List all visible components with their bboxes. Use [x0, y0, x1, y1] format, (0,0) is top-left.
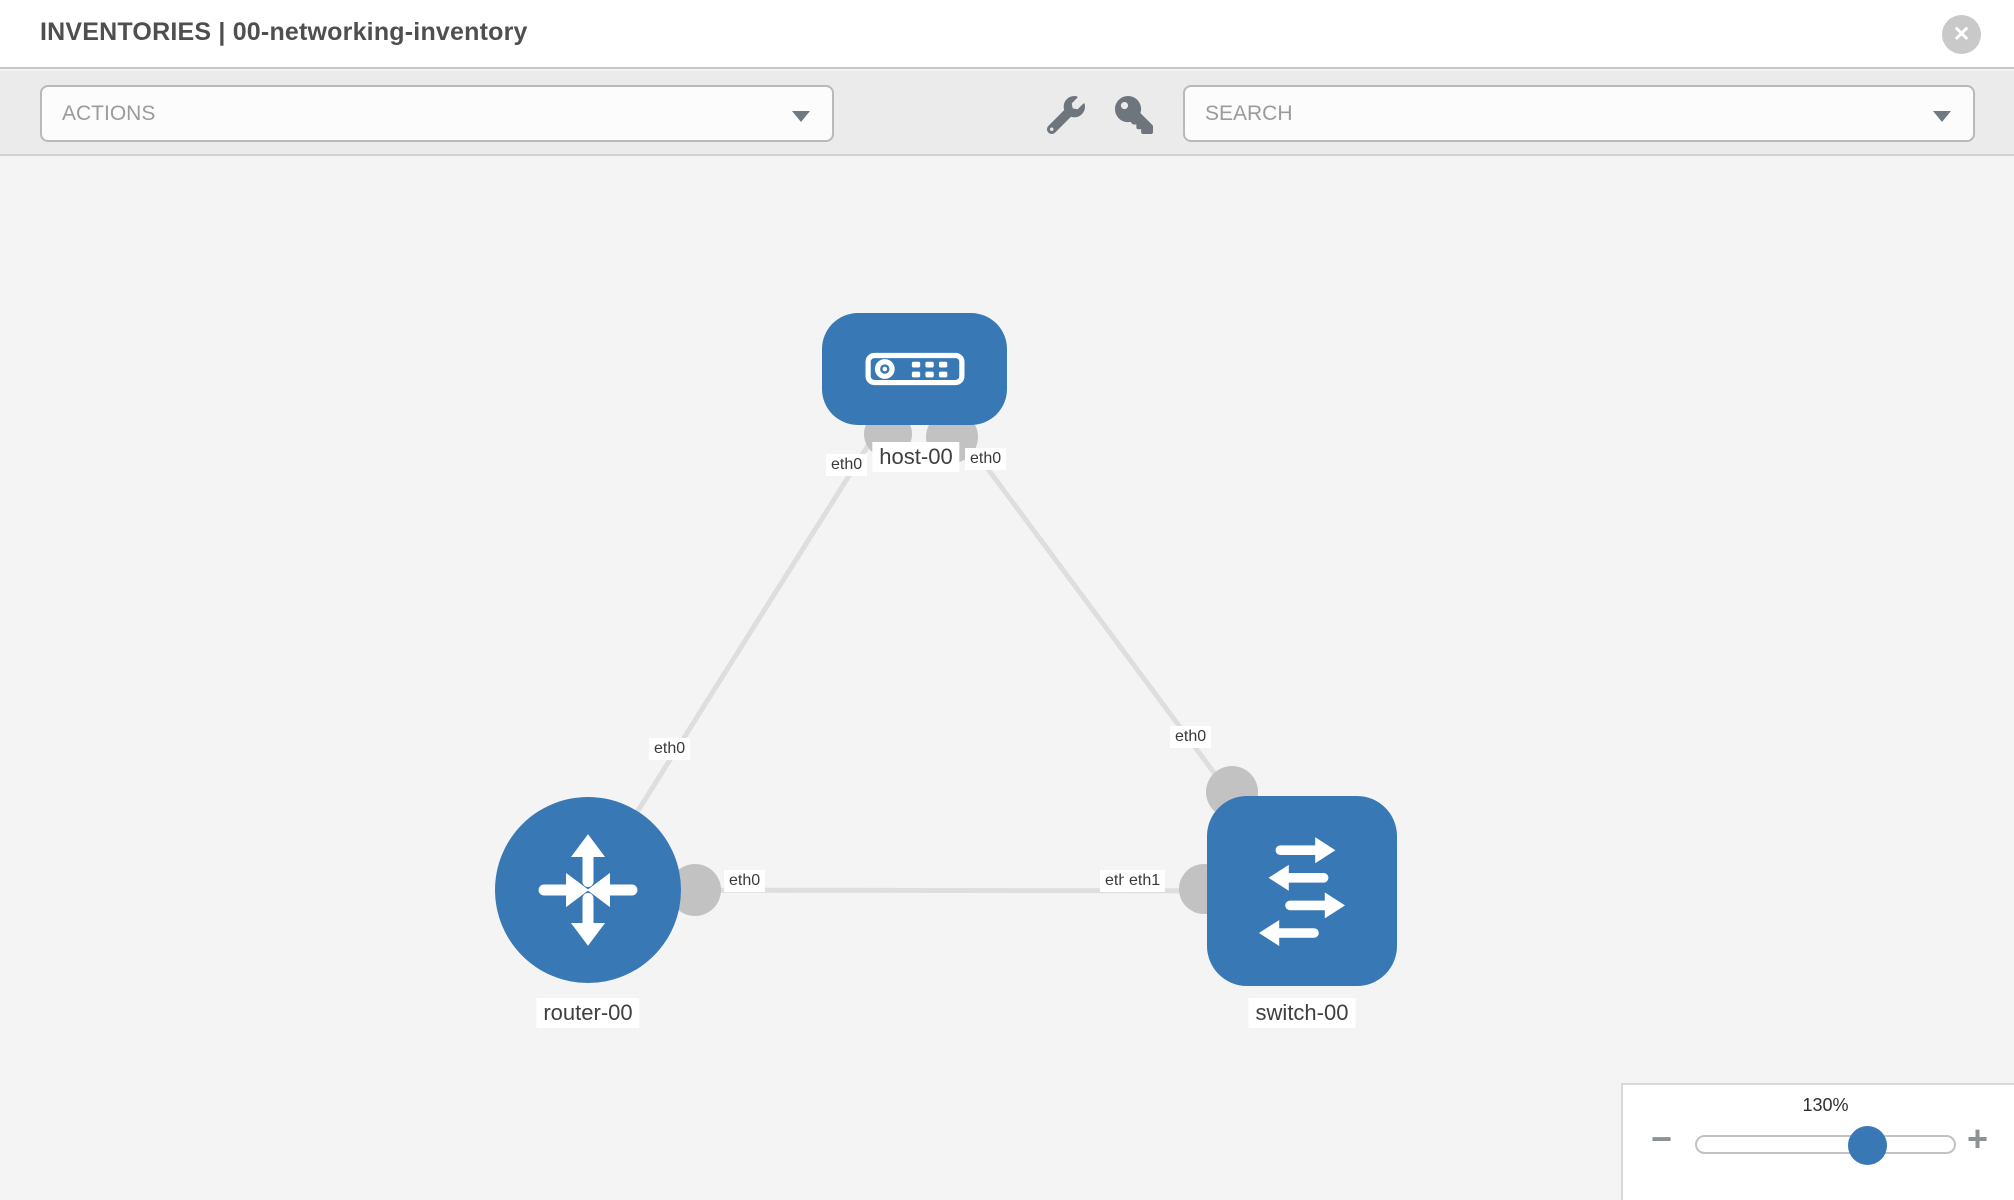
wrench-icon[interactable] — [1046, 96, 1085, 135]
iface-label-switch-eth0-up: eth0 — [1170, 726, 1212, 748]
iface-label-host-eth0-left: eth0 — [826, 454, 868, 476]
node-label-switch: switch-00 — [1248, 998, 1356, 1028]
zoom-panel: 130% − + — [1621, 1083, 2014, 1200]
zoom-slider-track[interactable] — [1695, 1126, 1956, 1165]
node-host-00[interactable] — [822, 313, 1007, 425]
iface-label-switch-eth1-left: eth1 — [1124, 870, 1166, 892]
actions-dropdown-label: ACTIONS — [62, 101, 156, 125]
zoom-in-button[interactable]: + — [1967, 1118, 1989, 1159]
chevron-down-icon — [792, 111, 810, 122]
search-dropdown[interactable]: SEARCH — [1183, 85, 1975, 142]
header-bar: INVENTORIES | 00-networking-inventory ✕ — [0, 0, 2014, 69]
zoom-out-button[interactable]: − — [1651, 1118, 1673, 1159]
iface-label-host-eth0-right: eth0 — [965, 448, 1007, 470]
host-icon — [865, 352, 964, 386]
key-icon[interactable] — [1115, 96, 1153, 134]
iface-label-router-eth0-up: eth0 — [649, 738, 691, 760]
zoom-level-label: 130% — [1802, 1095, 1849, 1115]
search-placeholder: SEARCH — [1205, 101, 1293, 125]
page-title: INVENTORIES | 00-networking-inventory — [40, 18, 528, 46]
zoom-slider-thumb[interactable] — [1848, 1126, 1887, 1165]
router-icon — [538, 834, 638, 946]
chevron-down-icon — [1933, 111, 1951, 122]
iface-label-router-eth0-right: eth0 — [724, 870, 766, 892]
interface-anchor — [669, 864, 721, 916]
switch-icon — [1258, 837, 1346, 946]
node-label-router: router-00 — [536, 998, 640, 1028]
actions-dropdown[interactable]: ACTIONS — [40, 85, 834, 142]
close-icon[interactable]: ✕ — [1942, 15, 1981, 54]
toolbar: ACTIONS SEARCH — [0, 71, 2014, 156]
node-router-00[interactable] — [495, 797, 681, 983]
node-switch-00[interactable] — [1207, 796, 1397, 986]
node-label-host: host-00 — [872, 442, 960, 472]
